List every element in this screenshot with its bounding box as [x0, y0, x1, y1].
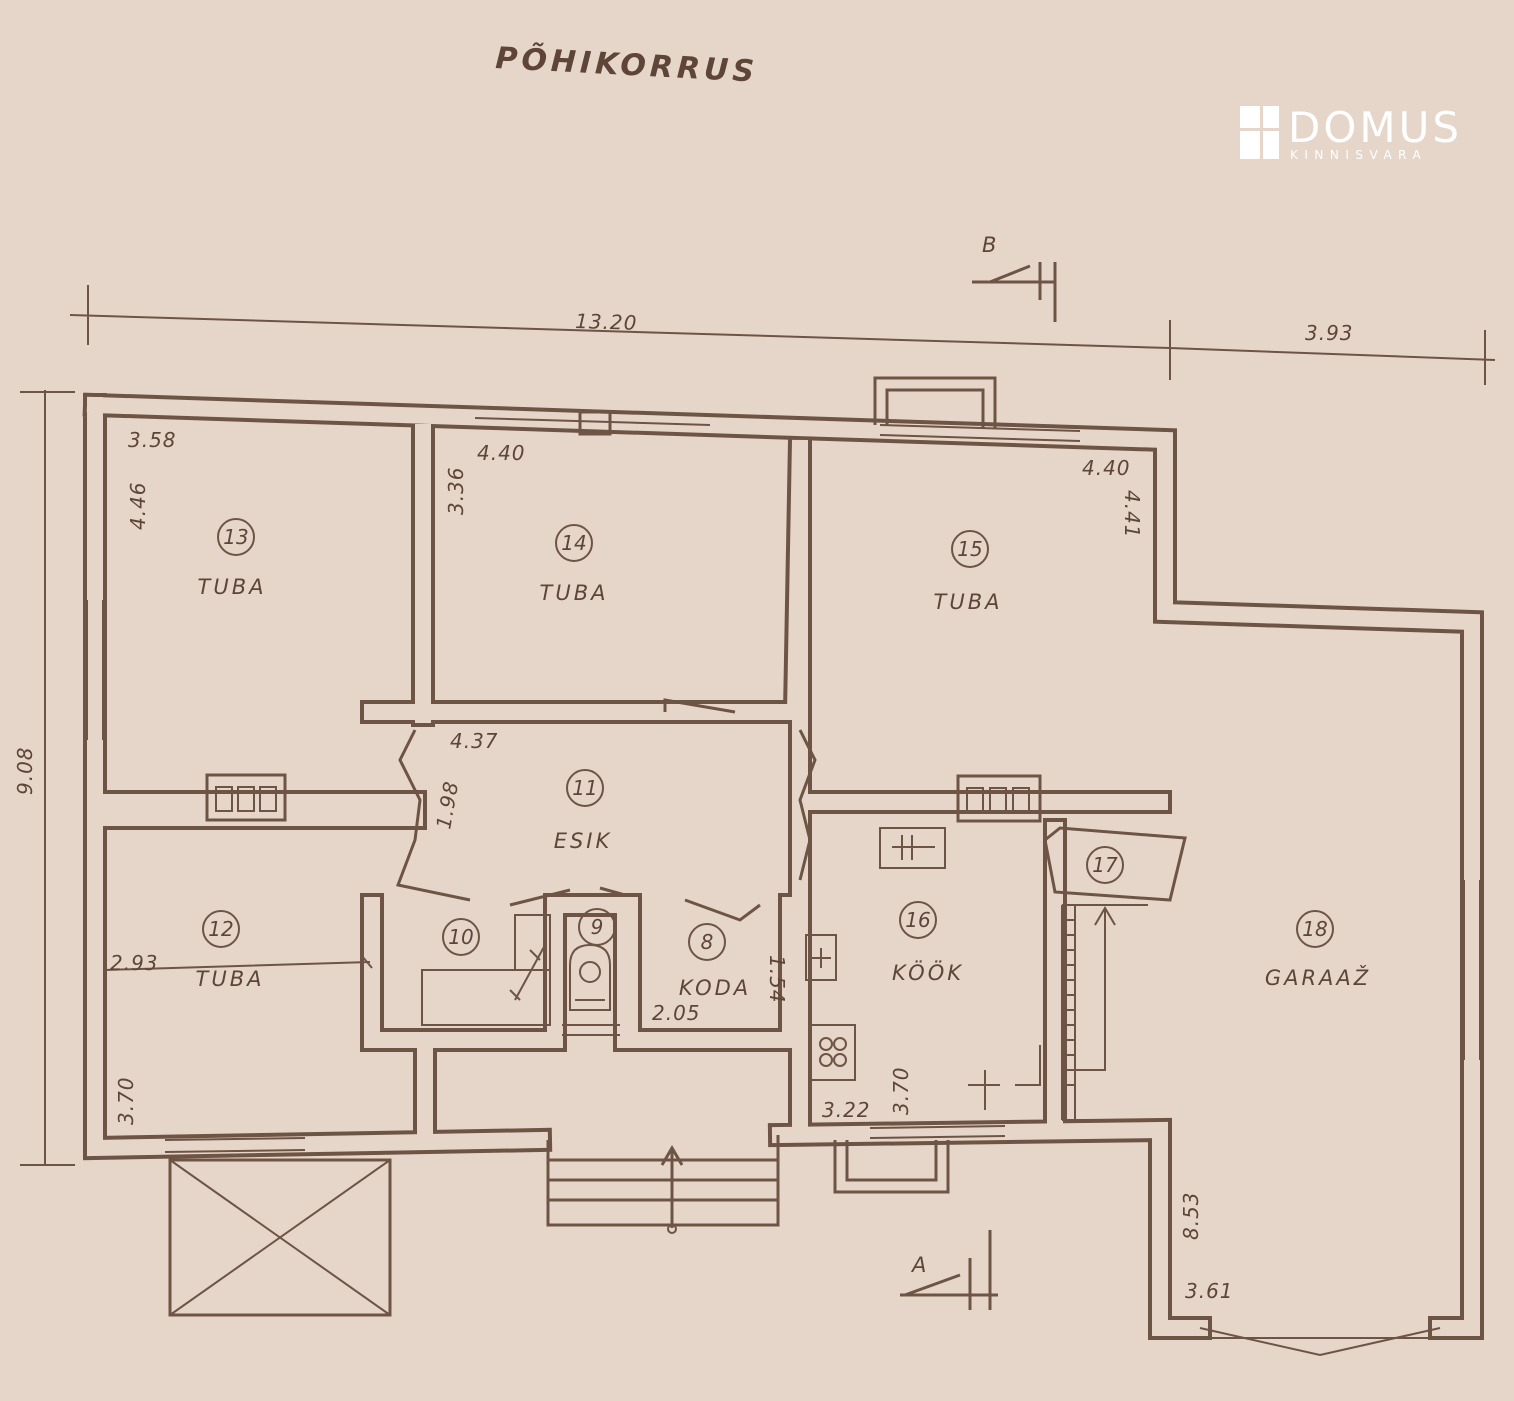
entry-steps-icon	[546, 1135, 780, 1234]
dim-r18-depth: 8.53	[1179, 1191, 1203, 1240]
dim-r16-width: 3.22	[822, 1098, 871, 1122]
dim-r13-depth: 4.46	[126, 481, 150, 530]
svg-text:16: 16	[905, 908, 930, 932]
section-label-a: A	[910, 1253, 929, 1277]
room-10-number: 10	[442, 918, 480, 956]
fixtures	[421, 827, 1041, 1110]
room-11-label: ESIK	[554, 829, 613, 853]
svg-text:13: 13	[223, 525, 248, 549]
room-12-label: TUBA	[196, 967, 265, 991]
room-labels: KODA ESIK TUBA TUBA TUBA TUBA KÖÖK GARAA…	[196, 575, 1371, 1000]
dim-r12-width: 2.93	[110, 951, 159, 975]
dim-r11-depth: 1.98	[431, 779, 463, 831]
section-marker-a: A	[900, 1230, 998, 1310]
room-15-number: 15	[951, 530, 989, 568]
toilet-icon	[569, 943, 611, 1011]
dim-r14-depth: 3.36	[444, 466, 468, 515]
dimension-lines: 13.20 3.93 9.08	[13, 285, 1496, 1166]
svg-text:9: 9	[591, 915, 604, 939]
svg-text:10: 10	[448, 925, 473, 949]
svg-text:15: 15	[957, 537, 982, 561]
room-12-number: 12	[202, 910, 240, 948]
sink-icon	[805, 934, 837, 981]
room-16-number: 16	[899, 901, 937, 939]
dim-overall-depth: 9.08	[13, 746, 37, 795]
room-18-label: GARAAŽ	[1265, 965, 1371, 990]
room-13-number: 13	[217, 518, 255, 556]
svg-text:14: 14	[561, 531, 586, 555]
dim-r13-width: 3.58	[128, 428, 177, 452]
section-marker-b: B	[972, 233, 1057, 322]
walls	[82, 376, 1484, 1357]
room-14-label: TUBA	[540, 581, 609, 605]
dim-r16-depth: 3.70	[889, 1066, 913, 1115]
stove-icon	[809, 1024, 856, 1081]
room-11-number: 11	[566, 769, 604, 807]
domus-logo: DOMUS KINNISVARA	[1240, 103, 1462, 162]
svg-text:17: 17	[1092, 853, 1118, 877]
section-label-b: B	[982, 233, 999, 257]
chimney-icon	[205, 773, 1042, 823]
room-18-number: 18	[1296, 910, 1334, 948]
dim-r8-width: 2.05	[652, 1001, 701, 1025]
dim-r8-depth: 1.54	[765, 955, 789, 1004]
svg-text:11: 11	[572, 776, 597, 800]
dim-r11-width: 4.37	[450, 729, 499, 753]
room-13-label: TUBA	[198, 575, 267, 599]
logo-subtitle: KINNISVARA	[1290, 148, 1427, 162]
dim-r12-depth: 3.70	[114, 1076, 138, 1125]
dim-r12-width-line	[104, 955, 373, 971]
room-numbers: 8 9 10 11 12 13 14 15 16 17 18	[202, 518, 1334, 961]
svg-text:8: 8	[701, 930, 714, 954]
hall-outline	[395, 698, 817, 922]
dim-r15-width: 4.40	[1082, 456, 1131, 480]
room-8-number: 8	[688, 923, 726, 961]
room-16-label: KÖÖK	[892, 960, 964, 985]
stairs-icon	[1043, 826, 1187, 1121]
svg-text:12: 12	[208, 917, 233, 941]
room-dimensions: 3.58 4.46 4.40 3.36 4.40 4.41 4.37 1.98 …	[104, 428, 1234, 1303]
dim-r18-width: 3.61	[1185, 1279, 1234, 1303]
dim-r15-depth: 4.41	[1120, 490, 1144, 539]
room-17-number: 17	[1086, 846, 1124, 884]
room-14-number: 14	[555, 524, 593, 562]
logo-mark-icon	[1240, 106, 1279, 159]
room-9-number: 9	[578, 908, 616, 946]
dim-overall-width: 13.20	[575, 309, 638, 335]
porch-icon	[168, 1158, 392, 1317]
dim-r14-width: 4.40	[477, 441, 526, 465]
logo-name: DOMUS	[1288, 103, 1462, 152]
svg-text:18: 18	[1302, 917, 1327, 941]
room-8-label: KODA	[679, 976, 751, 1000]
dim-garage-width-outer: 3.93	[1305, 321, 1354, 345]
room-15-label: TUBA	[934, 590, 1003, 614]
bathtub-icon	[421, 969, 551, 1026]
plan-title: PÕHIKORRUS	[495, 39, 759, 90]
